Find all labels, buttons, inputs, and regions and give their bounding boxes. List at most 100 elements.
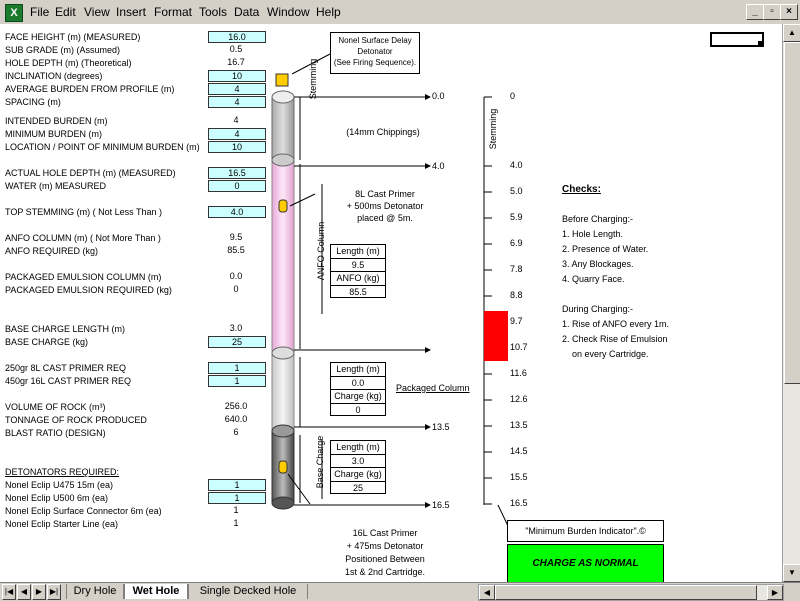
param-value: 1 [233, 505, 239, 515]
param-label: ACTUAL HOLE DEPTH (m) (MEASURED) [5, 168, 176, 178]
param-value: 0.0 [229, 271, 243, 281]
anfo-box: Length (m) 9.5 ANFO (kg) 85.5 [330, 244, 386, 298]
scroll-right-icon[interactable]: ▶ [767, 585, 783, 600]
param-value: 1 [233, 518, 239, 528]
depth-mark-0: 0.0 [432, 91, 445, 101]
active-cell[interactable] [710, 32, 764, 47]
menu-window[interactable]: Window [267, 5, 310, 19]
anfo-length-label: Length (m) [331, 245, 385, 259]
param-value: 3.0 [229, 323, 243, 333]
primer-16l-line-3: Positioned Between [345, 554, 425, 564]
nonel-line-3: (See Firing Sequence). [333, 58, 417, 67]
menu-data[interactable]: Data [234, 5, 260, 19]
depth-mark-3: 16.5 [432, 500, 450, 510]
before-check-item: 2. Presence of Water. [562, 244, 649, 254]
param-input[interactable]: 10 [208, 141, 266, 153]
menu-edit[interactable]: Edit [55, 5, 76, 19]
base-length-value: 3.0 [331, 455, 385, 468]
base-kg-value: 25 [352, 482, 363, 493]
menu-format[interactable]: Format [154, 5, 193, 19]
param-label: FACE HEIGHT (m) (MEASURED) [5, 32, 141, 42]
minimum-burden-indicator: "Minimum Burden Indicator".© [507, 520, 664, 542]
primer-16l-text: 16L Cast Primer + 475ms Detonator Positi… [330, 527, 440, 579]
param-input[interactable]: 10 [208, 70, 266, 82]
anfo-kg-label: ANFO (kg) [331, 272, 385, 286]
scroll-left-icon[interactable]: ◀ [479, 585, 495, 600]
sheet-tab-dry-hole[interactable]: Dry Hole [66, 584, 124, 599]
param-value: 256.0 [224, 401, 248, 411]
charge-status: CHARGE AS NORMAL [507, 544, 664, 582]
next-sheet-icon[interactable]: ▶ [32, 584, 46, 600]
nonel-line-2: Detonator [357, 47, 393, 56]
chippings-label: (14mm Chippings) [346, 127, 420, 137]
param-label: BASE CHARGE (kg) [5, 337, 89, 347]
param-label: Nonel Eclip Starter Line (ea) [5, 519, 119, 529]
checks-title: Checks: [562, 184, 601, 195]
scale-tick-label: 16.5 [510, 498, 528, 508]
param-input[interactable]: 16.5 [208, 167, 266, 179]
hscroll-thumb[interactable] [495, 585, 757, 600]
scroll-thumb[interactable] [784, 42, 800, 384]
param-label: PACKAGED EMULSION REQUIRED (kg) [5, 285, 172, 295]
scroll-up-icon[interactable]: ▲ [783, 24, 800, 42]
scale-stemming-label: Stemming [488, 108, 498, 150]
menu-view[interactable]: View [84, 5, 110, 19]
param-input[interactable]: 25 [208, 336, 266, 348]
restore-button[interactable]: ▫ [763, 4, 781, 20]
first-sheet-icon[interactable]: |◀ [2, 584, 16, 600]
stemming-label: Stemming [308, 58, 318, 100]
scroll-down-icon[interactable]: ▼ [783, 564, 800, 582]
param-input[interactable]: 4 [208, 128, 266, 140]
scale-tick-label: 6.9 [510, 238, 523, 248]
param-input[interactable]: 1 [208, 362, 266, 374]
fill-handle[interactable] [758, 41, 763, 46]
param-input[interactable]: 0 [208, 180, 266, 192]
primer-16l-icon [278, 460, 288, 474]
scale-tick-label: 4.0 [510, 160, 523, 170]
param-label: INTENDED BURDEN (m) [5, 116, 108, 126]
packaged-section [271, 352, 295, 432]
param-input[interactable]: 16.0 [208, 31, 266, 43]
param-input[interactable]: 1 [208, 492, 266, 504]
scale-tick-label: 8.8 [510, 290, 523, 300]
menu-help[interactable]: Help [316, 5, 341, 19]
menu-bar: X File Edit View Insert Format Tools Data Windo… [0, 0, 800, 25]
vertical-scrollbar[interactable]: ▲ ▼ [782, 24, 800, 582]
sheet-tab-wet-hole[interactable]: Wet Hole [124, 584, 188, 599]
packaged-column-label: Packaged Column [396, 383, 470, 393]
param-label: SUB GRADE (m) (Assumed) [5, 45, 121, 55]
packaged-kg-label: Charge (kg) [331, 390, 385, 404]
param-label: TONNAGE OF ROCK PRODUCED [5, 415, 147, 425]
param-label: VOLUME OF ROCK (m³) [5, 402, 106, 412]
excel-icon[interactable]: X [5, 4, 23, 22]
before-charging-title: Before Charging:- [562, 214, 634, 224]
param-input[interactable]: 1 [208, 479, 266, 491]
before-check-item: 3. Any Blockages. [562, 259, 634, 269]
close-button[interactable]: × [780, 4, 798, 20]
prev-sheet-icon[interactable]: ◀ [17, 584, 31, 600]
nonel-line-1: Nonel Surface Delay [338, 36, 412, 45]
sheet-tab-single-decked-hole[interactable]: Single Decked Hole [188, 584, 308, 599]
param-input[interactable]: 4 [208, 96, 266, 108]
param-input[interactable]: 4.0 [208, 206, 266, 218]
minimize-button[interactable]: _ [746, 4, 764, 20]
primer-16l-line-4: 1st & 2nd Cartridge. [344, 567, 426, 577]
param-value: 16.7 [227, 57, 245, 67]
param-value: 9.5 [229, 232, 243, 242]
during-check-item: on every Cartridge. [562, 349, 649, 359]
param-input[interactable]: 4 [208, 83, 266, 95]
packaged-kg-value: 0 [355, 404, 361, 415]
param-input[interactable]: 1 [208, 375, 266, 387]
param-value: 640.0 [224, 414, 248, 424]
nonel-surface-box: Nonel Surface Delay Detonator (See Firin… [330, 32, 420, 74]
param-label: LOCATION / POINT OF MINIMUM BURDEN (m) [5, 142, 200, 152]
depth-mark-2: 13.5 [432, 422, 450, 432]
menu-file[interactable]: File [30, 5, 50, 19]
menu-tools[interactable]: Tools [199, 5, 228, 19]
last-sheet-icon[interactable]: ▶| [47, 584, 61, 600]
menu-insert[interactable]: Insert [116, 5, 147, 19]
param-value: 0 [233, 284, 239, 294]
packaged-box: Length (m) 0.0 Charge (kg) 0 [330, 362, 386, 416]
horizontal-scrollbar[interactable]: ◀ ▶ [478, 584, 784, 601]
